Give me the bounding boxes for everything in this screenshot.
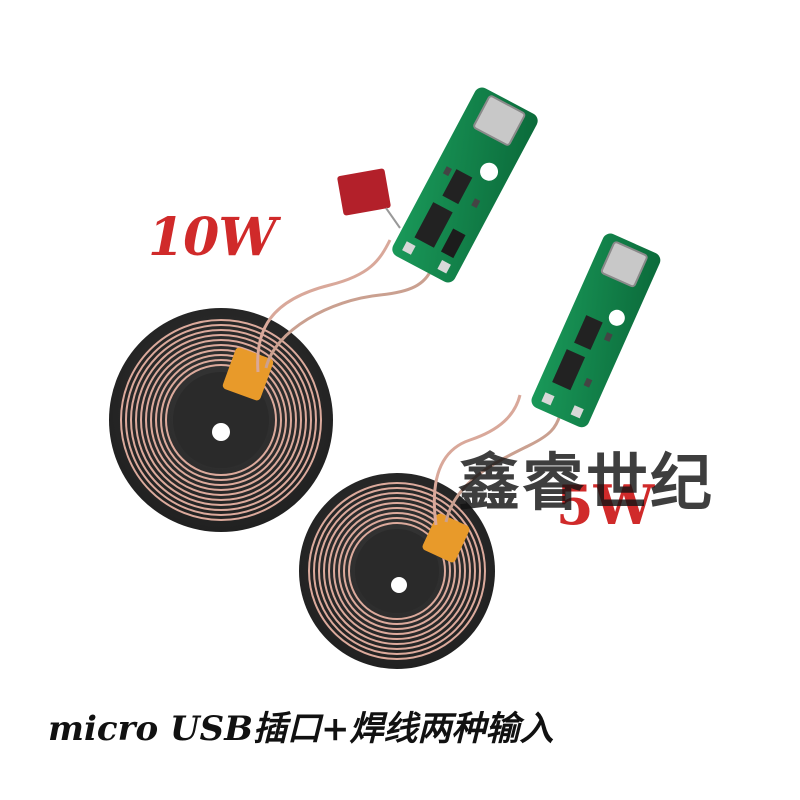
capacitor-icon bbox=[337, 168, 401, 229]
coil-5w bbox=[299, 394, 562, 669]
coil-5w-tape bbox=[422, 513, 470, 563]
product-caption: micro USB插口+焊线两种输入 bbox=[48, 709, 554, 749]
coil-10w-windings bbox=[120, 319, 322, 521]
coil-10w-tape bbox=[222, 347, 274, 401]
coil-5w-core bbox=[355, 529, 439, 613]
pcb-10w bbox=[392, 87, 538, 283]
coil-5w-windings bbox=[308, 482, 486, 660]
coil-5w-hole bbox=[391, 577, 407, 593]
coil-10w bbox=[109, 239, 434, 532]
chip-icon bbox=[414, 202, 453, 248]
power-label-10w: 10W bbox=[148, 207, 277, 268]
brand-watermark: 鑫睿世纪 bbox=[458, 446, 715, 519]
coil-5w-lead-a bbox=[432, 394, 522, 526]
usb-port-icon bbox=[473, 95, 526, 146]
power-label-5w: 5W bbox=[556, 473, 655, 537]
pcb-5w bbox=[531, 233, 661, 428]
coil-10w-hole bbox=[212, 423, 230, 441]
coil-10w-lead-b bbox=[264, 267, 434, 369]
coil-5w-lead-b bbox=[444, 414, 562, 523]
coil-10w-lead-a bbox=[256, 239, 392, 373]
